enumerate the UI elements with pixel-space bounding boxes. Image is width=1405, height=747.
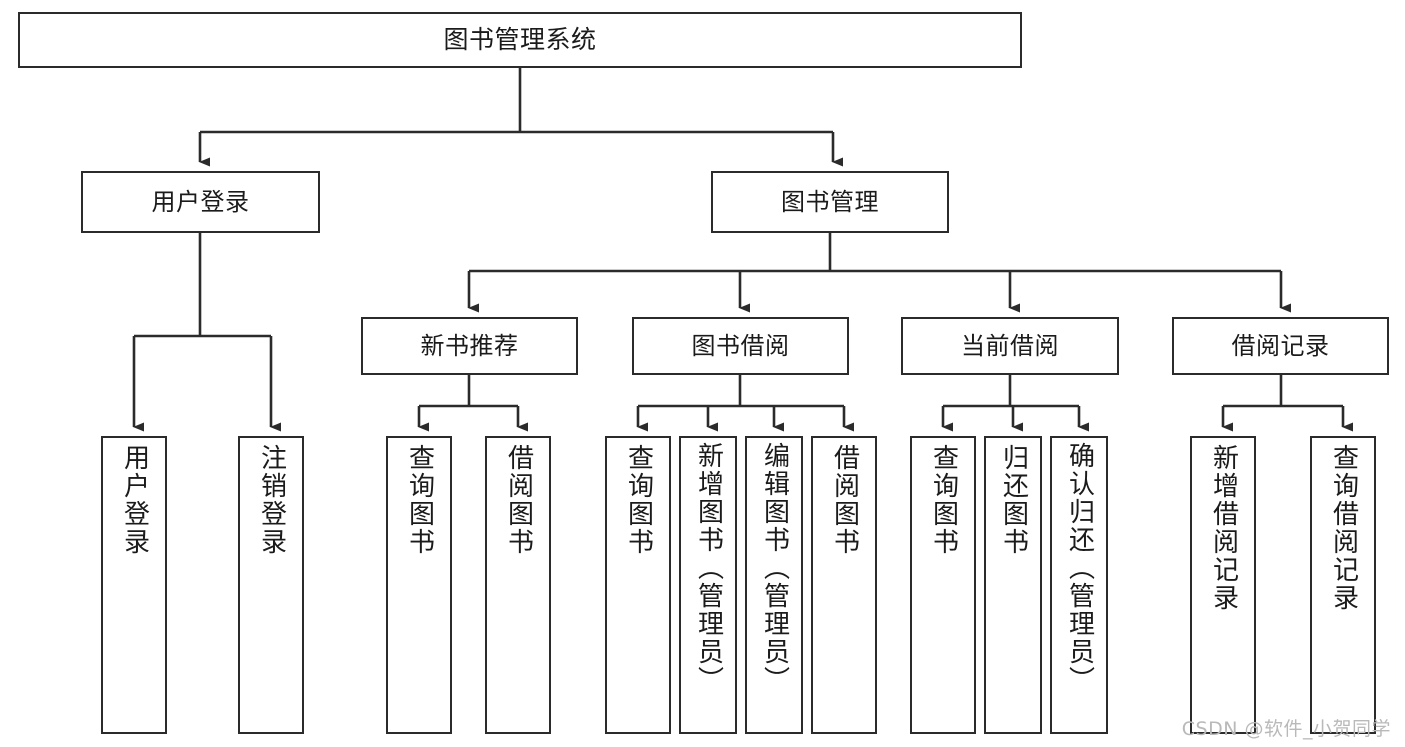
node-leaf-add-book-label: 新增图书（管理员） [693,442,724,694]
node-leaf-user-login-label: 用户登录 [119,444,150,556]
node-leaf-confirm-return-label: 确认归还（管理员） [1064,442,1095,694]
node-leaf-query-record[interactable]: 查询借阅记录 [1310,436,1376,734]
node-leaf-user-logout-label: 注销登录 [256,444,287,556]
node-leaf-borrow-book-1[interactable]: 借阅图书 [485,436,551,734]
node-leaf-query-record-label: 查询借阅记录 [1328,444,1359,612]
node-leaf-query-book-2[interactable]: 查询图书 [605,436,671,734]
node-borrow-record-label: 借阅记录 [1231,331,1330,360]
node-leaf-borrow-book-1-label: 借阅图书 [503,444,534,556]
node-current-borrow-label: 当前借阅 [961,331,1059,360]
node-leaf-return-book-label: 归还图书 [998,444,1029,556]
node-book-manage-label: 图书管理 [781,187,879,216]
node-leaf-query-book-1[interactable]: 查询图书 [386,436,452,734]
node-leaf-query-book-3-label: 查询图书 [928,444,959,556]
node-leaf-return-book[interactable]: 归还图书 [984,436,1042,734]
node-leaf-query-book-1-label: 查询图书 [404,444,435,556]
node-leaf-query-book-3[interactable]: 查询图书 [910,436,976,734]
node-leaf-user-login[interactable]: 用户登录 [101,436,167,734]
node-borrow-record[interactable]: 借阅记录 [1172,317,1389,375]
node-leaf-add-book[interactable]: 新增图书（管理员） [679,436,737,734]
node-user-login[interactable]: 用户登录 [81,171,320,233]
node-leaf-borrow-book-2[interactable]: 借阅图书 [811,436,877,734]
node-leaf-edit-book-label: 编辑图书（管理员） [759,442,790,694]
node-leaf-edit-book[interactable]: 编辑图书（管理员） [745,436,803,734]
node-leaf-query-book-2-label: 查询图书 [623,444,654,556]
node-root[interactable]: 图书管理系统 [18,12,1022,68]
node-book-manage[interactable]: 图书管理 [711,171,949,233]
node-leaf-confirm-return[interactable]: 确认归还（管理员） [1050,436,1108,734]
node-user-login-label: 用户登录 [151,187,250,216]
node-leaf-add-record-label: 新增借阅记录 [1208,444,1239,612]
node-book-borrow[interactable]: 图书借阅 [632,317,849,375]
node-leaf-add-record[interactable]: 新增借阅记录 [1190,436,1256,734]
node-leaf-borrow-book-2-label: 借阅图书 [829,444,860,556]
node-new-book-rec-label: 新书推荐 [420,331,519,360]
node-root-label: 图书管理系统 [443,25,597,55]
node-new-book-rec[interactable]: 新书推荐 [361,317,578,375]
node-current-borrow[interactable]: 当前借阅 [901,317,1119,375]
node-book-borrow-label: 图书借阅 [691,331,790,360]
node-leaf-user-logout[interactable]: 注销登录 [238,436,304,734]
